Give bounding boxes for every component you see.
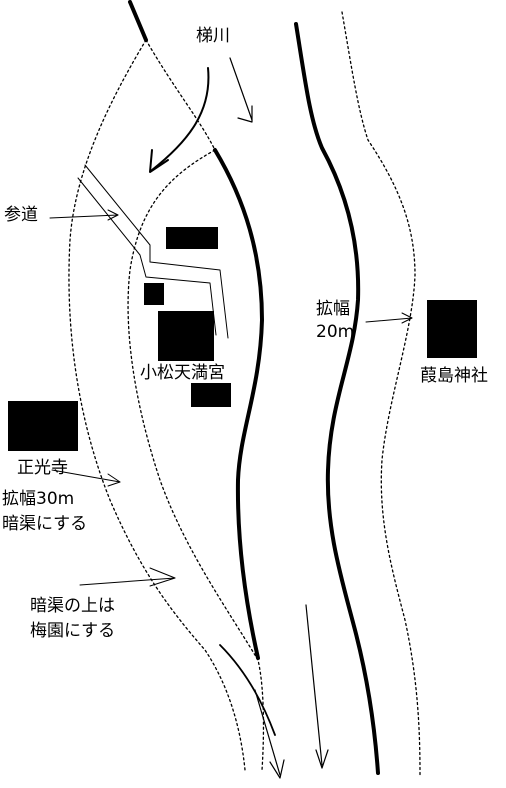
flow-arrow-lower-right-head [315,749,329,769]
widen-20-label-line1: 拡幅 [316,299,350,319]
river-name-label: 梯川 [196,26,230,46]
approach-path-line-upper [84,164,229,339]
main-river-right-bank [341,11,421,776]
approach-path-label: 参道 [4,205,38,225]
flow-arrow-lower-diagonal [254,689,281,776]
komatsu-tenmangu-label: 小松天満宮 [140,363,225,383]
flow-arrow-upper-right-head [237,105,253,123]
approach-path-line-lower [77,177,217,336]
widen-20-leader-head [401,312,413,324]
building-north [166,227,218,249]
widen-30-label-line1: 拡幅30m [2,489,75,509]
shokoji-label: 正光寺 [17,458,68,478]
new-channel-left-bank [213,148,264,660]
old-river-outer-boundary [68,39,246,771]
old-river-inner-boundary [127,39,265,771]
flow-arrow-lower-right [305,604,323,766]
culvert-garden-label-line1: 暗渠の上は [30,596,115,616]
approach-path-leader [49,214,119,219]
building-south [191,383,231,407]
flow-arrow-lower-diagonal-head [269,759,285,779]
culvert-garden-label-line2: 梅園にする [30,621,116,641]
flow-arrow-upper-left [151,67,210,171]
kashimajima-shrine-label: 葭島神社 [420,366,488,386]
widen-20-label-line2: 20m [316,322,355,342]
widen-30-leader [51,469,121,483]
main-river-left-bank [294,22,380,775]
culvert-garden-leader [79,577,176,586]
widen-30-label-line2: 暗渠にする [2,514,88,534]
building-small [144,283,164,305]
culvert-garden-leader-head [149,567,176,587]
flow-arrow-lower-curve [219,644,276,736]
widen-20-leader [365,317,413,323]
river-upper-bank-line [128,0,148,42]
flow-arrow-upper-right [229,57,253,121]
widen-30-leader-head [107,473,121,487]
komatsu-tenmangu-building [158,311,214,361]
approach-path-leader-head [107,209,119,221]
shokoji-building [8,401,78,451]
flow-arrow-upper-left-head [149,149,169,173]
kashimajima-shrine-building [427,300,477,358]
